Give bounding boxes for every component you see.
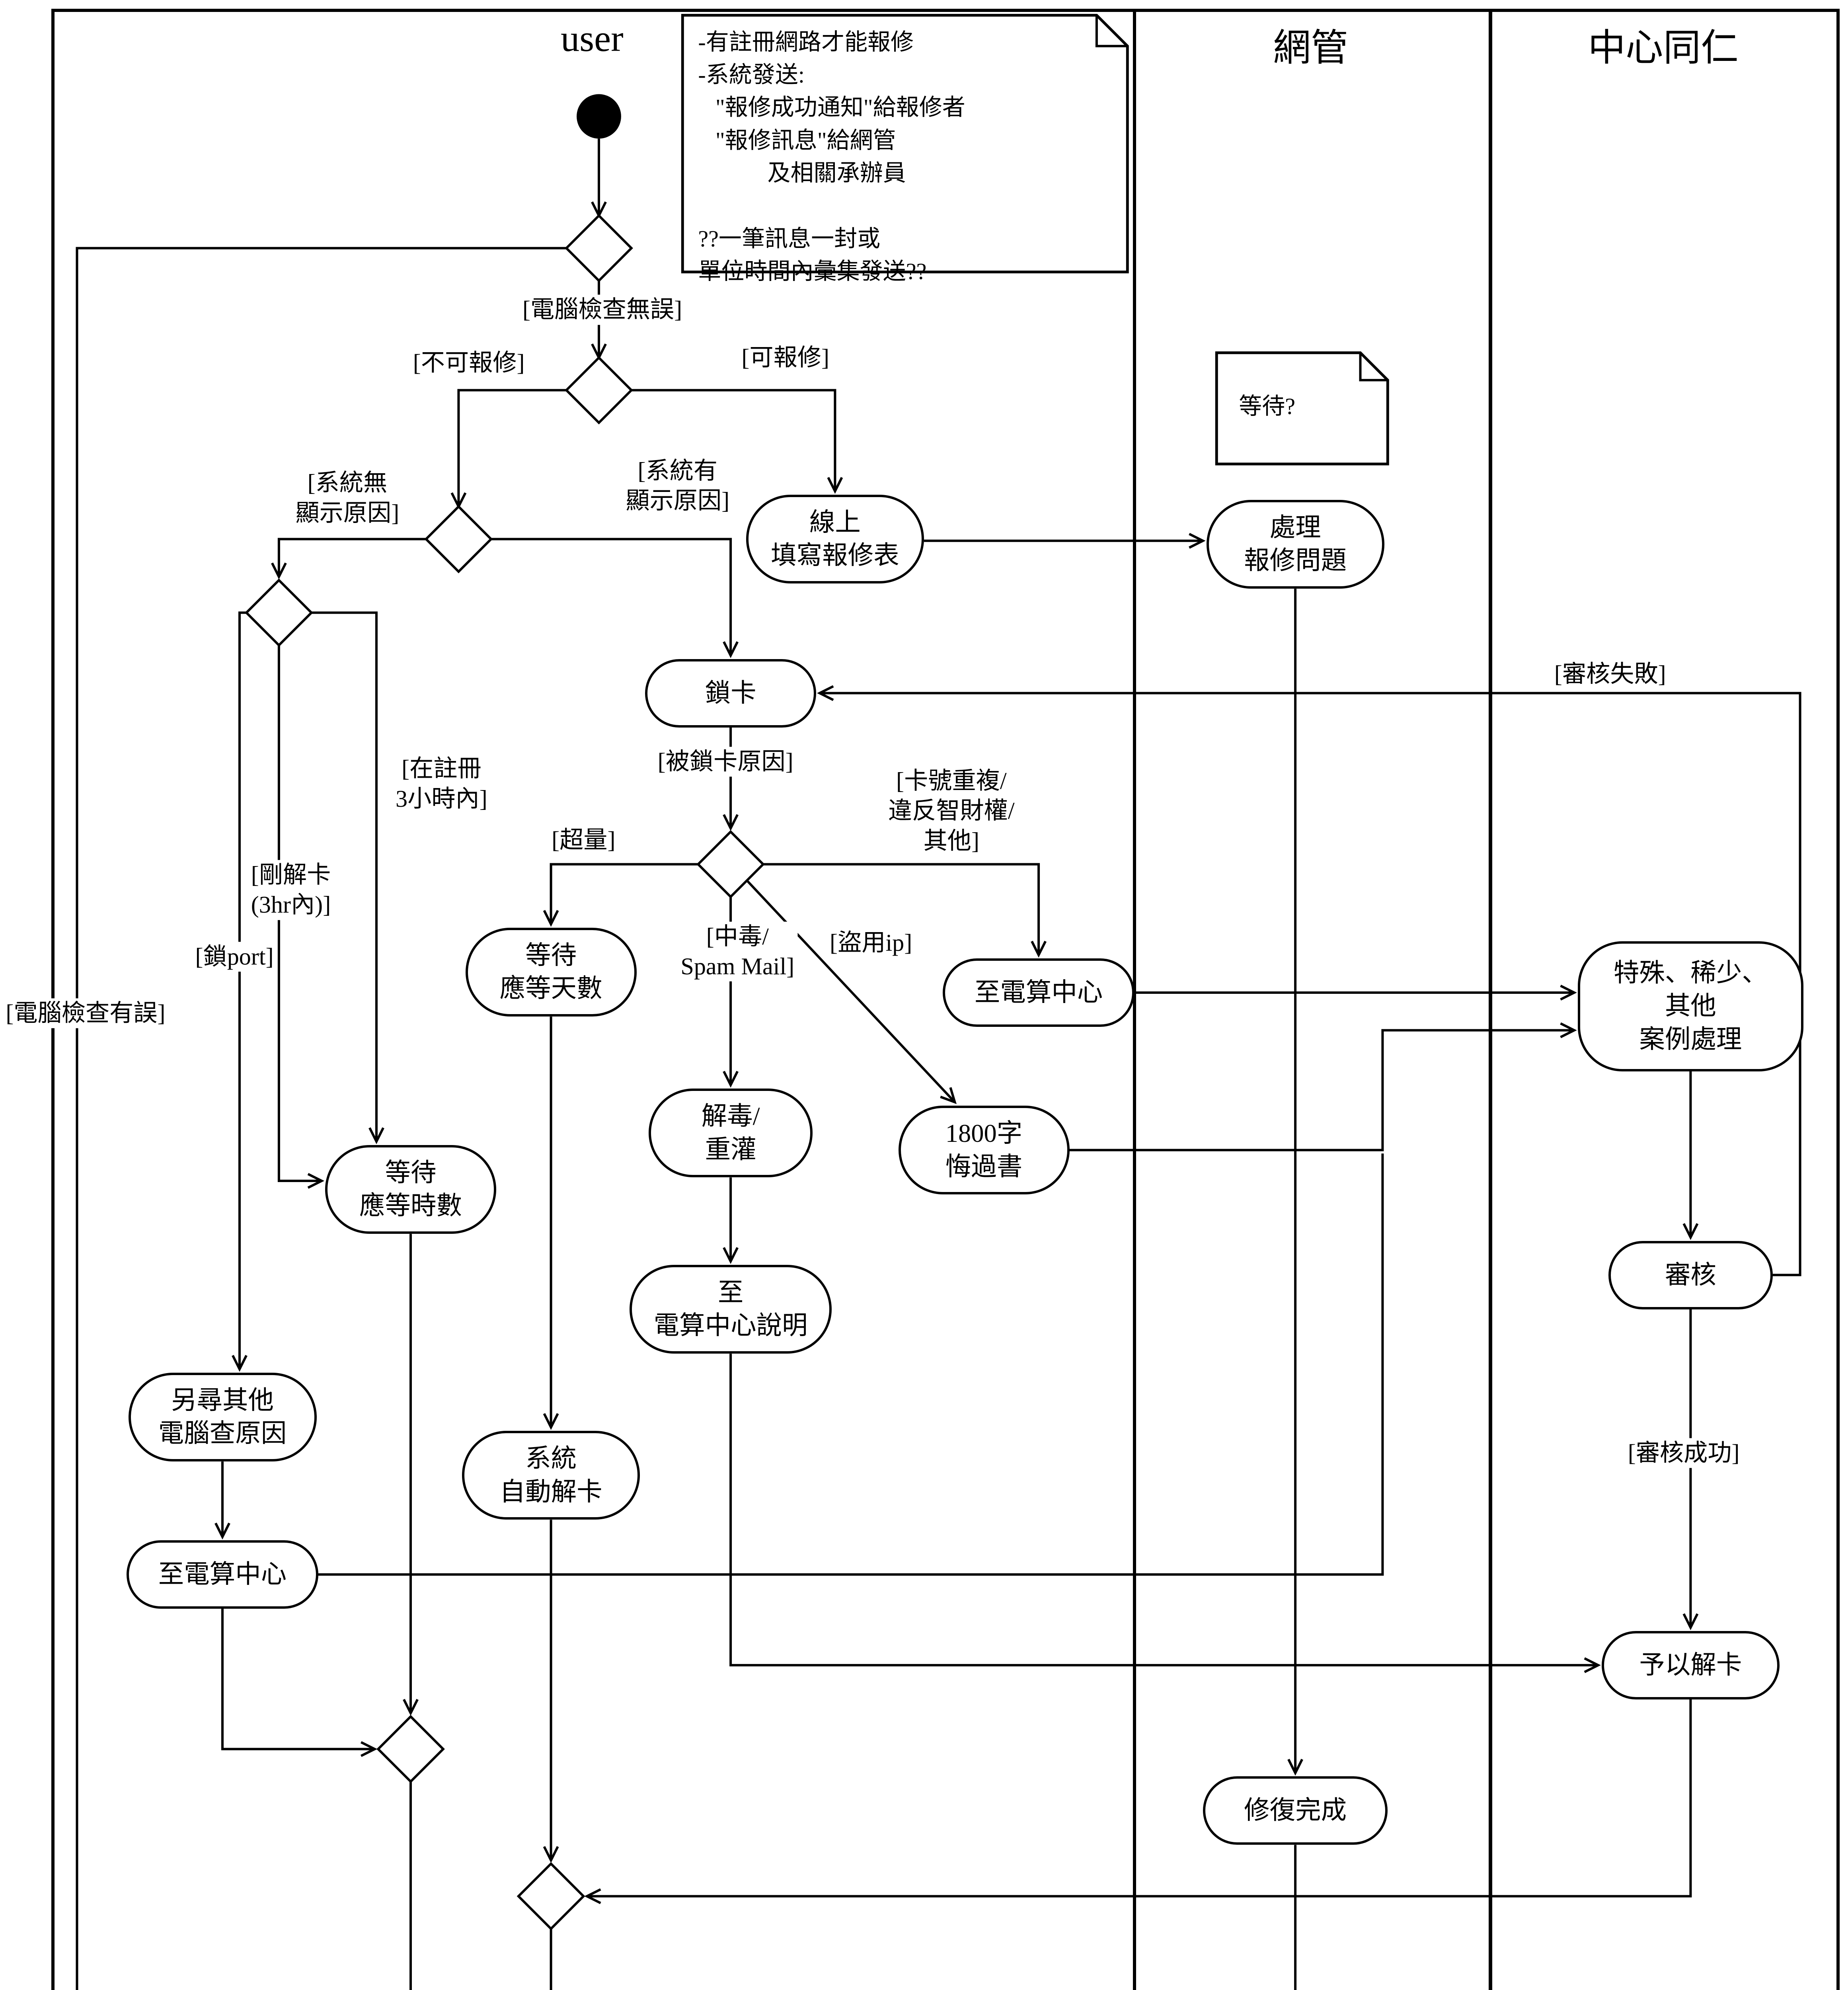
edge-d4-to-wait-hours-left	[277, 645, 325, 1189]
lane-title-center: 中心同仁	[1588, 27, 1739, 69]
guard-lock-port: [鎖port]	[191, 942, 277, 972]
activity-review: 審核	[1608, 1241, 1773, 1309]
edge-d3-to-d4	[271, 538, 426, 579]
merge-b	[517, 1862, 585, 1931]
edge-d4-to-wait-hours-top	[311, 611, 384, 1144]
lane-divider-1	[1133, 8, 1136, 1990]
activity-wait-hours: 等待 應等時數	[325, 1145, 496, 1234]
note-main-shape	[681, 14, 1129, 274]
guard-check-ok: [電腦檢查無誤]	[519, 295, 686, 325]
decision-4	[244, 578, 313, 647]
lane-title-admin: 網管	[1273, 27, 1349, 69]
start-node	[577, 94, 621, 139]
edge-d5-to-wait-days	[543, 863, 698, 927]
decision-2	[565, 356, 633, 425]
edge-d2-to-online-form	[631, 389, 843, 494]
edge-center2-to-merge-a	[221, 1608, 378, 1757]
guard-dup-card: [卡號重複/ 違反智財權/ 其他]	[885, 766, 1018, 856]
edge-d5-to-center1	[763, 863, 1047, 958]
lane-divider-2	[1489, 8, 1492, 1990]
edge-repair-done-to-merge-d	[1294, 1845, 1297, 1990]
edge-d4-to-find-other	[232, 611, 248, 1372]
guard-just-unlocked: [剛解卡 (3hr內)]	[248, 860, 334, 920]
activity-to-center-1: 至電算中心	[943, 958, 1135, 1027]
edge-center2-junction	[318, 1153, 1384, 1576]
activity-disinfect: 解毒/ 重灌	[648, 1088, 813, 1178]
guard-cannot-report: [不可報修]	[409, 347, 528, 378]
edge-center-explain-to-unlock	[729, 1354, 1601, 1673]
note-wait-shape	[1215, 351, 1389, 465]
activity-special-case: 特殊、稀少、 其他 案例處理	[1577, 941, 1804, 1071]
guard-over-quota: [超量]	[548, 825, 619, 855]
activity-to-center-2: 至電算中心	[127, 1540, 318, 1609]
activity-unlock: 予以解卡	[1601, 1631, 1780, 1699]
activity-repair-done: 修復完成	[1203, 1776, 1388, 1845]
activity-auto-unlock: 系統 自動解卡	[462, 1430, 640, 1520]
activity-to-center-explain: 至 電算中心說明	[630, 1264, 832, 1354]
guard-has-reason: [系統有 顯示原因]	[622, 456, 733, 516]
guard-no-reason: [系統無 顯示原因]	[292, 468, 403, 528]
activity-wait-days: 等待 應等天數	[465, 927, 637, 1017]
guard-review-ok: [審核成功]	[1624, 1438, 1743, 1468]
edge-unlock-to-merge-b	[584, 1699, 1692, 1904]
activity-lock-card: 鎖卡	[645, 659, 817, 728]
activity-online-form: 線上 填寫報修表	[746, 494, 924, 584]
guard-lock-reason: [被鎖卡原因]	[654, 746, 797, 777]
edge-merge-b-to-merge-c	[550, 1929, 552, 1990]
edge-confession-to-special-case	[1069, 1022, 1577, 1151]
guard-in-reg-3hr: [在註冊 3小時內]	[392, 754, 491, 814]
decision-1	[565, 214, 633, 283]
guard-check-error: [電腦檢查有誤]	[2, 998, 169, 1028]
edge-merge-a-to-merge-c	[409, 1781, 412, 1990]
merge-a	[376, 1715, 445, 1783]
activity-handle-problem: 處理 報修問題	[1206, 499, 1384, 589]
guard-can-report: [可報修]	[738, 343, 833, 373]
note-main: -有註冊網路才能報修 -系統發送: "報修成功通知"給報修者 "報修訊息"給網管…	[698, 29, 965, 285]
edge-d5-to-confession	[747, 880, 957, 1104]
guard-virus: [中毒/ Spam Mail]	[677, 921, 798, 982]
note-wait: 等待?	[1239, 393, 1296, 419]
decision-5-lock-reason	[696, 830, 765, 899]
activity-find-other: 另尋其他 電腦查原因	[128, 1372, 317, 1462]
edge-d3-to-lock-card	[491, 538, 739, 658]
activity-confession: 1800字 悔過書	[898, 1105, 1070, 1195]
guard-stolen-ip: [盜用ip]	[826, 928, 916, 958]
decision-3	[424, 505, 493, 574]
guard-review-fail: [審核失敗]	[1551, 659, 1670, 689]
edge-d1-to-send-repair	[76, 247, 567, 1990]
edge-d2-to-d3	[450, 389, 567, 509]
lane-title-user: user	[560, 18, 624, 59]
